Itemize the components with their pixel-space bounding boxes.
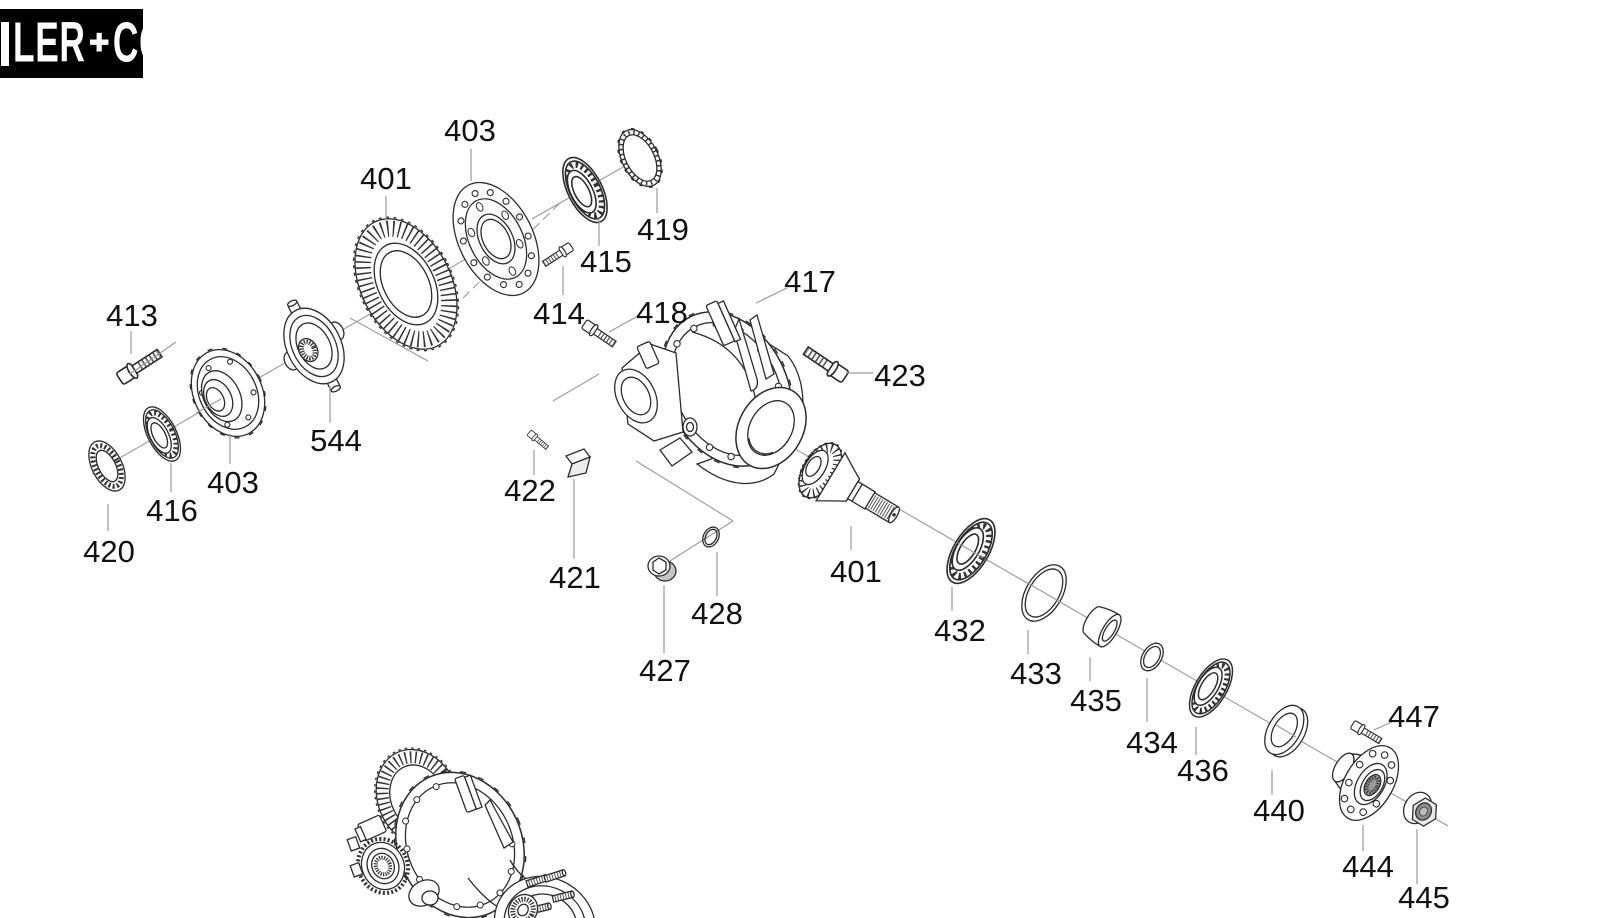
part-label-422: 422	[504, 473, 556, 508]
axis-line	[661, 520, 734, 567]
housing-top-lug	[705, 300, 742, 346]
part-bolt-447	[1350, 719, 1384, 746]
part-label-432: 432	[934, 613, 986, 648]
logo-partial-letter	[1, 22, 9, 66]
axis-overlay-lines	[195, 398, 1297, 738]
part-label-435: 435	[1070, 683, 1122, 718]
logo-text-right: CO	[112, 10, 168, 75]
part-bolt-418	[581, 318, 618, 349]
part-lock-ring-419	[617, 127, 663, 189]
part-lock-tab	[564, 448, 592, 478]
part-label-415: 415	[580, 244, 632, 279]
leader-lines	[107, 149, 1418, 884]
brand-logo: LER CO	[0, 9, 166, 78]
part-ring-gear	[352, 216, 460, 352]
axis-line	[552, 373, 600, 402]
part-carrier-housing	[614, 300, 807, 485]
part-label-413: 413	[106, 298, 158, 333]
part-label-401: 401	[360, 161, 412, 196]
part-label-417: 417	[784, 264, 836, 299]
part-label-427: 427	[639, 653, 691, 688]
axis-line	[957, 542, 984, 559]
part-label-414: 414	[533, 296, 585, 331]
part-spacer-bushing	[1082, 606, 1122, 648]
part-label-423: 423	[874, 358, 926, 393]
part-o-ring	[702, 526, 720, 548]
part-side-bearing	[136, 401, 188, 467]
housing-pinion-bore	[735, 386, 807, 470]
part-bolt-422	[524, 427, 552, 453]
part-plug	[647, 555, 677, 582]
part-label-420: 420	[83, 534, 135, 569]
logo-text: LER CO	[13, 9, 167, 75]
part-label-544: 544	[310, 423, 362, 458]
part-label-434: 434	[1126, 725, 1178, 760]
logo-text-left: LER	[13, 10, 86, 75]
part-label-447: 447	[1388, 699, 1440, 734]
leader-line-418	[608, 315, 639, 333]
part-bolt-423	[801, 344, 850, 385]
part-label-433: 433	[1010, 656, 1062, 691]
axis-line-dashed	[462, 202, 561, 299]
part-bolt-413	[115, 346, 164, 386]
part-spider-gear-set	[283, 299, 345, 393]
part-label-418: 418	[636, 295, 688, 330]
part-bearing-436	[1181, 652, 1241, 724]
part-bolt-414	[541, 241, 574, 268]
part-label-403: 403	[444, 113, 496, 148]
part-label-436: 436	[1177, 753, 1229, 788]
part-label-419: 419	[637, 212, 689, 247]
part-label-403: 403	[207, 465, 259, 500]
axis-line	[1275, 724, 1297, 738]
part-small-ring	[1140, 642, 1164, 672]
part-label-401: 401	[830, 554, 882, 589]
axis-line	[195, 398, 222, 414]
part-label-440: 440	[1253, 793, 1305, 828]
leader-line-447	[1373, 719, 1397, 731]
part-label-421: 421	[549, 560, 601, 595]
part-seal-washer	[1264, 704, 1309, 758]
part-bearing-415	[554, 151, 617, 230]
part-drive-pinion	[797, 441, 901, 524]
axis-line	[635, 460, 734, 522]
housing-neck-bore	[614, 368, 658, 424]
leader-line-417	[755, 287, 788, 304]
axis-line	[349, 317, 429, 362]
assembly-axis-lines	[91, 158, 1449, 827]
axis-line	[1025, 581, 1063, 604]
exploded-parts	[88, 127, 1438, 827]
part-label-416: 416	[146, 493, 198, 528]
part-label-428: 428	[691, 596, 743, 631]
part-diff-case-half	[189, 347, 267, 439]
leader-line-413	[129, 341, 177, 375]
part-pinion-nut	[1402, 791, 1438, 827]
part-case-flange	[452, 181, 540, 297]
part-label-444: 444	[1342, 849, 1394, 884]
part-toothed-lock-ring	[88, 440, 126, 492]
assembled-differential-view	[346, 747, 597, 918]
part-label-445: 445	[1398, 880, 1450, 915]
part-companion-flange	[1331, 745, 1400, 821]
